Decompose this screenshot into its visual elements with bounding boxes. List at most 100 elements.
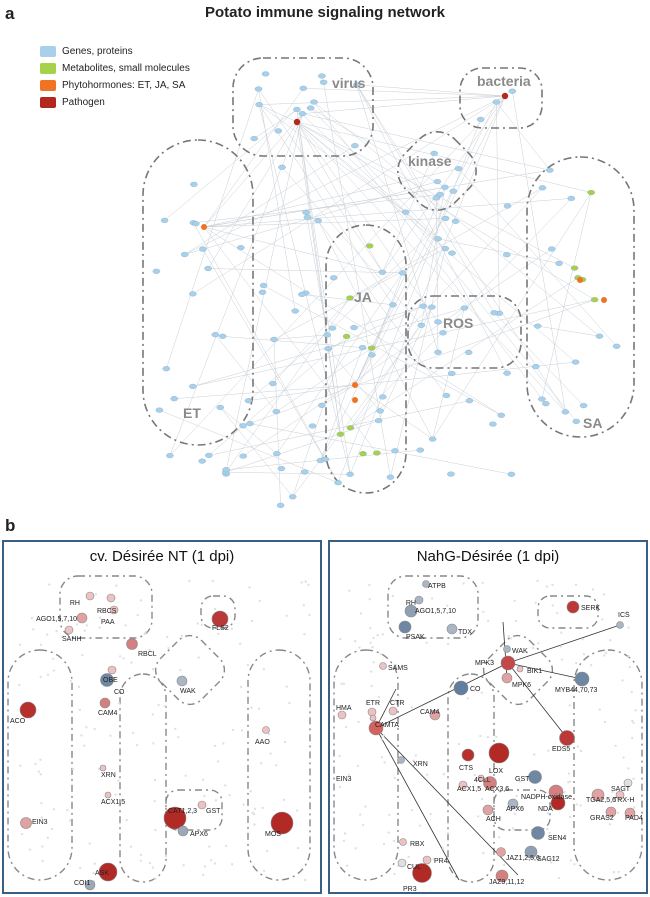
- nahg-label: BIK1: [527, 668, 542, 675]
- metabolite-node: [346, 425, 355, 431]
- gene-node: [346, 471, 354, 477]
- nahg-label: MPK3: [475, 660, 494, 667]
- gene-node: [533, 323, 542, 329]
- background-node: [533, 753, 536, 756]
- background-node: [197, 656, 200, 659]
- expression-node: [398, 620, 412, 634]
- background-node: [302, 604, 305, 607]
- expression-node: [84, 879, 96, 891]
- background-node: [631, 736, 634, 740]
- expression-node: [550, 795, 566, 811]
- background-node: [136, 613, 139, 617]
- background-node: [32, 628, 35, 631]
- gene-node: [434, 319, 442, 325]
- background-node: [361, 823, 365, 827]
- background-node: [239, 685, 243, 689]
- background-node: [40, 802, 43, 805]
- background-node: [78, 708, 82, 711]
- background-node: [19, 764, 22, 767]
- background-node: [557, 876, 561, 880]
- region-kinase-outline: [397, 131, 477, 211]
- gene-node: [324, 346, 332, 352]
- network-edge: [296, 109, 351, 475]
- background-node: [166, 635, 169, 639]
- background-node: [184, 774, 187, 777]
- background-node: [153, 778, 157, 782]
- gene-node: [319, 79, 328, 85]
- background-node: [393, 776, 396, 780]
- expression-node: [496, 847, 506, 857]
- background-node: [446, 832, 450, 835]
- background-node: [69, 819, 72, 822]
- network-edge: [320, 347, 363, 461]
- background-node: [567, 772, 571, 775]
- network-edge: [332, 218, 446, 329]
- background-node: [410, 808, 414, 812]
- background-node: [430, 597, 434, 600]
- expression-node: [412, 863, 432, 883]
- background-node: [98, 616, 102, 619]
- nt-label: CO: [114, 689, 125, 696]
- gene-node: [448, 370, 456, 377]
- background-node: [267, 732, 271, 736]
- background-node: [376, 634, 379, 637]
- region-label-virus: virus: [332, 75, 366, 91]
- background-node: [157, 703, 160, 707]
- background-node: [260, 762, 263, 765]
- background-node: [303, 633, 306, 636]
- region-labels: virus bacteria kinase JA ROS ET SA: [183, 73, 602, 431]
- gene-node: [160, 217, 169, 223]
- background-node: [372, 661, 375, 664]
- background-node: [614, 744, 617, 747]
- gene-node: [329, 275, 338, 281]
- background-node: [358, 646, 361, 649]
- background-node: [371, 646, 374, 649]
- gene-node: [166, 453, 174, 459]
- gene-node: [303, 214, 312, 220]
- network-edge: [296, 109, 446, 249]
- background-node: [249, 790, 252, 793]
- legend-swatch-metabolites: [40, 62, 56, 74]
- region-bacteria-outline: [459, 67, 543, 129]
- background-node: [631, 719, 634, 723]
- expression-node: [107, 665, 117, 675]
- background-node: [581, 638, 585, 641]
- background-node: [603, 654, 606, 657]
- background-node: [93, 862, 96, 865]
- gene-node: [561, 409, 570, 415]
- background-node: [511, 827, 514, 830]
- network-edge: [496, 101, 550, 171]
- network-edge: [371, 272, 403, 355]
- background-node: [575, 803, 578, 806]
- nahg-label: HMA: [336, 705, 352, 712]
- background-node: [231, 728, 235, 732]
- expression-node: [500, 655, 516, 671]
- expression-node: [559, 730, 575, 746]
- gene-node: [428, 436, 437, 442]
- network-edge: [166, 88, 259, 369]
- nahg-label: CAM4: [420, 709, 440, 716]
- background-node: [382, 734, 386, 737]
- background-node: [242, 803, 245, 806]
- background-node: [214, 799, 218, 802]
- background-node: [130, 661, 133, 664]
- expression-node: [591, 788, 605, 802]
- background-node: [446, 604, 449, 607]
- legend-item-genes: Genes, proteins: [40, 44, 133, 58]
- background-node: [83, 744, 86, 747]
- background-node: [213, 607, 217, 611]
- background-node: [118, 655, 122, 658]
- background-node: [41, 845, 44, 848]
- expression-node: [453, 680, 469, 696]
- nahg-label: PSAK: [406, 634, 425, 641]
- gene-node: [448, 250, 456, 256]
- region-outlines-nt: [7, 575, 311, 883]
- network-nodes: [152, 71, 621, 508]
- network-edge: [203, 187, 445, 228]
- background-node: [425, 773, 429, 776]
- network-edge: [258, 88, 296, 312]
- network-edge: [273, 248, 446, 340]
- background-node: [139, 859, 142, 862]
- background-node: [262, 667, 266, 671]
- nahg-label: JAZ9,11,12: [489, 879, 524, 886]
